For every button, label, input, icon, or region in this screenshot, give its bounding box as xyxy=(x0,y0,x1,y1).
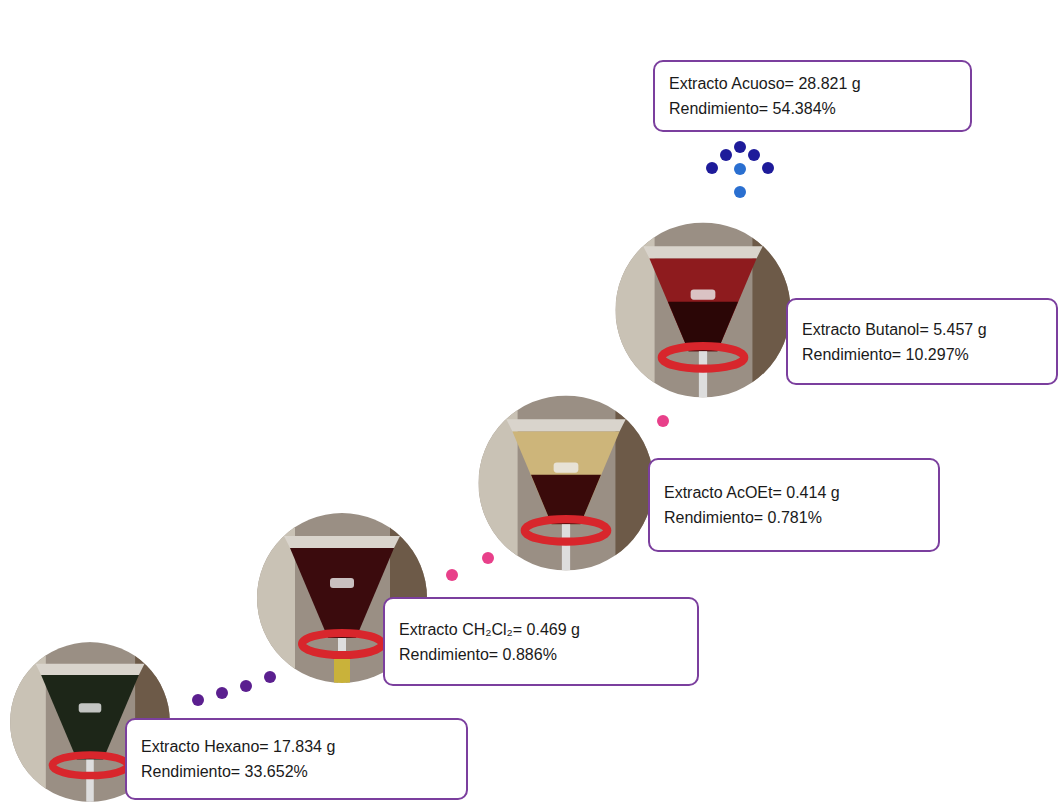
result-text: Rendimiento= 10.297% xyxy=(802,345,1042,364)
result-box: Extracto CH₂Cl₂= 0.469 g Rendimiento= 0.8… xyxy=(383,597,699,686)
result-text: Rendimiento= 0.781% xyxy=(664,508,924,527)
result-text: Rendimiento= 54.384% xyxy=(669,99,956,118)
funnel-photo xyxy=(615,222,790,397)
result-box: Extracto Hexano= 17.834 g Rendimiento= 33… xyxy=(125,718,468,800)
funnel-photo xyxy=(478,395,653,570)
result-box: Extracto AcOEt= 0.414 g Rendimiento= 0.78… xyxy=(648,458,940,552)
result-text: Rendimiento= 33.652% xyxy=(141,762,452,781)
result-text: Rendimiento= 0.886% xyxy=(399,645,683,664)
result-text: Extracto Hexano= 17.834 g xyxy=(141,737,452,756)
drop-cluster xyxy=(706,141,774,198)
dot-trail xyxy=(446,415,669,581)
result-box: Extracto Butanol= 5.457 g Rendimiento= 10… xyxy=(786,298,1058,385)
result-text: Extracto CH₂Cl₂= 0.469 g xyxy=(399,620,683,639)
result-text: Extracto AcOEt= 0.414 g xyxy=(664,483,924,502)
result-text: Extracto Butanol= 5.457 g xyxy=(802,320,1042,339)
result-box: Extracto Acuoso= 28.821 g Rendimiento= 54… xyxy=(653,60,972,132)
dot-trail xyxy=(192,671,276,706)
result-text: Extracto Acuoso= 28.821 g xyxy=(669,74,956,93)
